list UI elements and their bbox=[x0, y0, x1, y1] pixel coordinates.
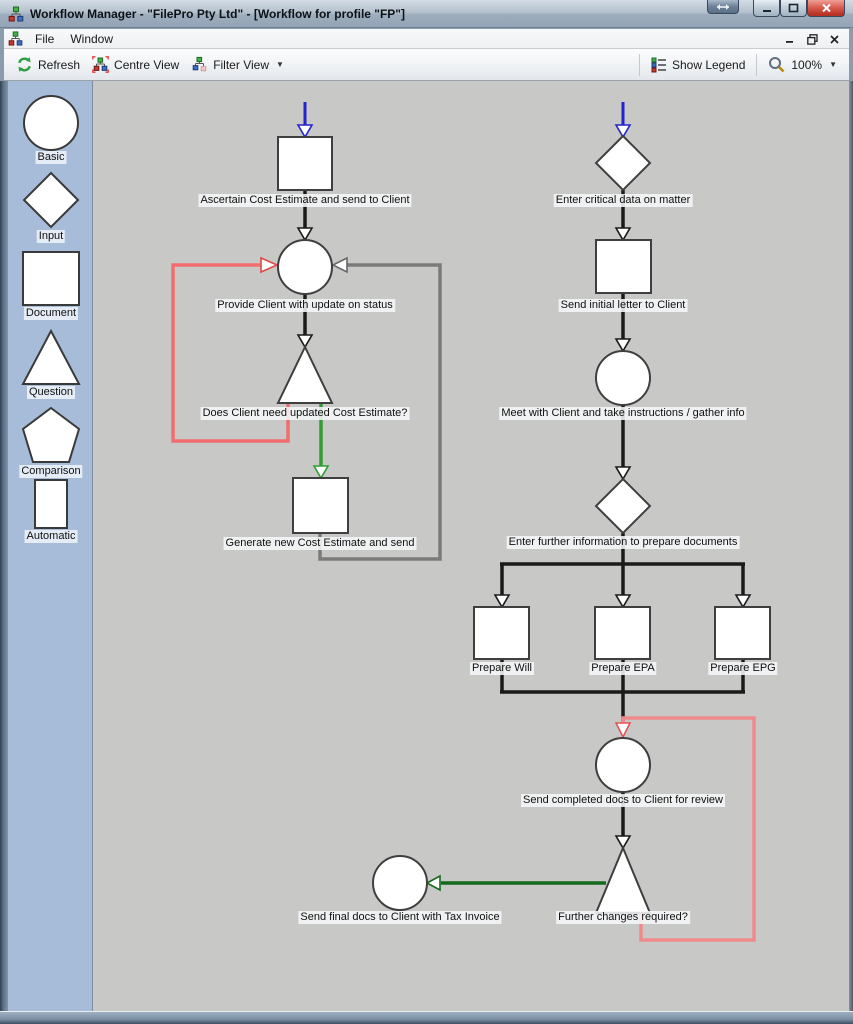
node-label: Generate new Cost Estimate and send bbox=[223, 537, 417, 550]
legend-basic-shape bbox=[23, 95, 79, 151]
legend-question-shape bbox=[21, 328, 81, 385]
zoom-level: 100% bbox=[791, 57, 823, 72]
connector-entry-left bbox=[296, 102, 314, 139]
node-label: Provide Client with update on status bbox=[215, 299, 395, 312]
mdi-minimize-button[interactable] bbox=[786, 35, 795, 44]
magnifier-icon bbox=[768, 56, 786, 74]
node-send-final-docs[interactable] bbox=[372, 855, 428, 911]
node-provide-update[interactable] bbox=[277, 239, 333, 295]
connector-changes-to-final bbox=[425, 874, 606, 892]
connector-merge-to-review bbox=[500, 659, 745, 721]
toolbar-separator bbox=[638, 53, 640, 76]
connector-loop-red bbox=[171, 256, 290, 443]
refresh-label: Refresh bbox=[38, 57, 81, 72]
centre-view-button[interactable]: Centre View bbox=[86, 52, 185, 77]
centre-view-icon bbox=[92, 56, 109, 73]
refresh-icon bbox=[16, 56, 33, 73]
legend-document-shape bbox=[22, 251, 80, 306]
legend-label-automatic: Automatic bbox=[24, 530, 78, 543]
legend-sidebar: Basic Input Document Question Comparison… bbox=[8, 81, 93, 1011]
mdi-close-button[interactable] bbox=[830, 34, 839, 44]
filter-view-icon bbox=[191, 56, 208, 73]
mdi-child-icon bbox=[8, 31, 23, 46]
node-further-changes[interactable] bbox=[594, 845, 652, 914]
window-frame-left bbox=[0, 81, 8, 1011]
resize-button[interactable] bbox=[707, 0, 739, 14]
node-meet-with-client[interactable] bbox=[595, 350, 651, 406]
close-button[interactable] bbox=[807, 0, 845, 17]
node-enter-further-info[interactable] bbox=[594, 477, 652, 535]
node-label: Prepare EPG bbox=[708, 662, 778, 675]
connector-loop-gray bbox=[318, 256, 442, 561]
mdi-restore-button[interactable] bbox=[807, 33, 818, 45]
centre-view-label: Centre View bbox=[114, 57, 180, 72]
refresh-button[interactable]: Refresh bbox=[10, 52, 86, 77]
node-prepare-epa[interactable] bbox=[594, 606, 651, 660]
legend-label-question: Question bbox=[26, 386, 76, 399]
node-send-completed-docs[interactable] bbox=[595, 737, 651, 793]
show-legend-button[interactable]: Show Legend bbox=[645, 53, 751, 77]
node-send-initial-letter[interactable] bbox=[595, 239, 652, 294]
node-label: Send completed docs to Client for review bbox=[521, 794, 725, 807]
workflow-canvas[interactable]: Ascertain Cost Estimate and send to Clie… bbox=[93, 81, 849, 1011]
minimize-button[interactable] bbox=[753, 0, 780, 17]
menu-file[interactable]: File bbox=[35, 31, 55, 46]
node-label: Ascertain Cost Estimate and send to Clie… bbox=[198, 194, 412, 207]
node-prepare-epg[interactable] bbox=[714, 606, 771, 660]
legend-icon bbox=[651, 57, 667, 73]
zoom-dropdown-caret: ▼ bbox=[829, 60, 837, 69]
node-prepare-will[interactable] bbox=[473, 606, 530, 660]
window-frame-bottom bbox=[0, 1011, 853, 1024]
org-chart-icon bbox=[8, 6, 24, 22]
connector-entry-right bbox=[614, 102, 632, 139]
legend-input-shape bbox=[22, 171, 80, 229]
node-enter-critical-data[interactable] bbox=[594, 134, 652, 192]
maximize-button[interactable] bbox=[780, 0, 807, 17]
show-legend-label: Show Legend bbox=[671, 57, 746, 72]
window-title: Workflow Manager - "FilePro Pty Ltd" - [… bbox=[30, 6, 405, 21]
titlebar: Workflow Manager - "FilePro Pty Ltd" - [… bbox=[0, 0, 853, 28]
node-label: Send initial letter to Client bbox=[558, 299, 688, 312]
node-label: Prepare Will bbox=[470, 662, 534, 675]
filter-view-label: Filter View bbox=[213, 57, 269, 72]
toolbar: Refresh Centre View bbox=[4, 49, 849, 81]
node-label: Send final docs to Client with Tax Invoi… bbox=[298, 911, 502, 924]
filter-view-dropdown-caret: ▼ bbox=[275, 60, 284, 69]
connector-loop-pink bbox=[614, 716, 756, 942]
legend-label-document: Document bbox=[23, 307, 79, 320]
node-label: Prepare EPA bbox=[589, 662, 657, 675]
zoom-control[interactable]: 100% ▼ bbox=[762, 52, 843, 78]
node-generate-new-estimate[interactable] bbox=[292, 477, 349, 534]
node-label: Enter further information to prepare doc… bbox=[506, 536, 740, 549]
menu-window[interactable]: Window bbox=[70, 31, 114, 46]
filter-view-button[interactable]: Filter View ▼ bbox=[185, 52, 290, 77]
legend-comparison-shape bbox=[21, 406, 81, 463]
node-label: Enter critical data on matter bbox=[553, 194, 693, 207]
node-ascertain-cost-estimate[interactable] bbox=[277, 136, 333, 191]
node-need-updated-estimate[interactable] bbox=[276, 344, 334, 404]
node-label: Does Client need updated Cost Estimate? bbox=[200, 407, 410, 420]
legend-label-basic: Basic bbox=[35, 151, 67, 164]
window-frame-right bbox=[849, 81, 853, 1011]
legend-automatic-shape bbox=[34, 479, 68, 529]
legend-label-input: Input bbox=[36, 230, 66, 243]
node-label: Further changes required? bbox=[556, 911, 690, 924]
node-label: Meet with Client and take instructions /… bbox=[499, 407, 747, 420]
menubar: File Window bbox=[4, 29, 849, 49]
legend-label-comparison: Comparison bbox=[19, 465, 83, 478]
toolbar-separator bbox=[756, 53, 758, 76]
